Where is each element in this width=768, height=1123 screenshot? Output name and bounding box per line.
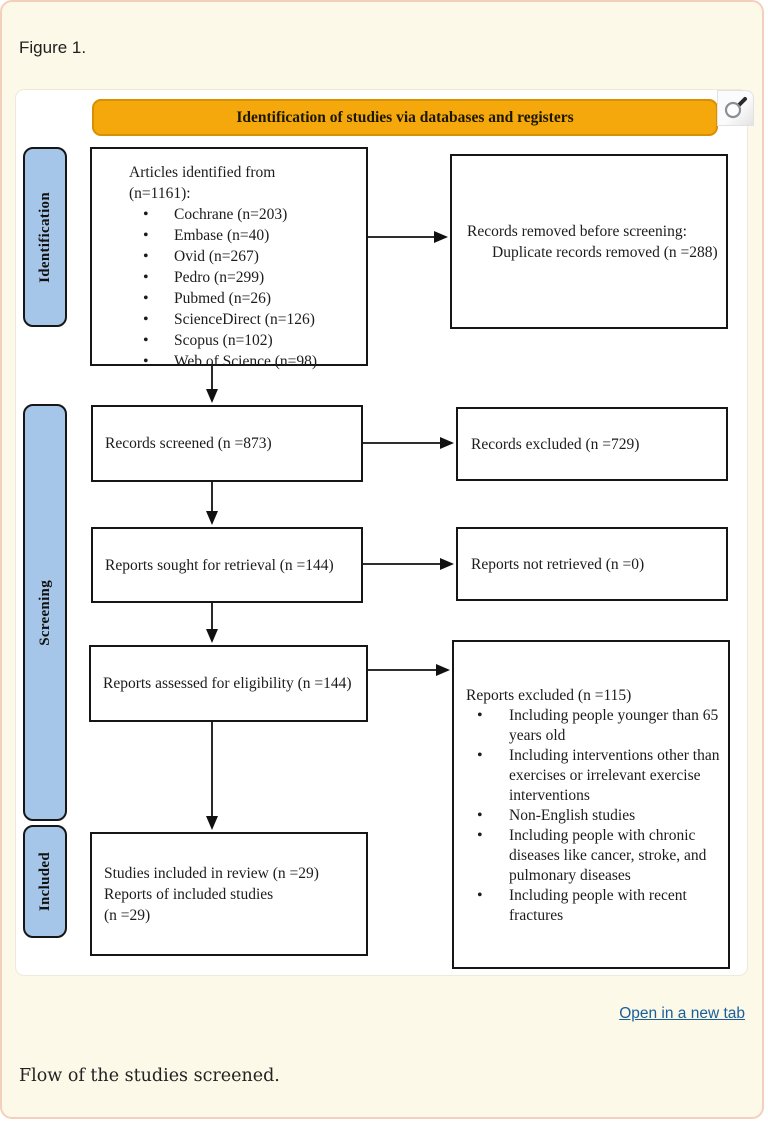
bullet-item: Pedro (n=299)	[129, 267, 360, 288]
database-list: Cochrane (n=203) Embase (n=40) Ovid (n=2…	[129, 204, 360, 372]
figure-label: Figure 1.	[19, 38, 87, 57]
stage-label-included: Included	[23, 825, 67, 938]
bullet-item: Pubmed (n=26)	[129, 288, 360, 309]
box-records-screened: Records screened (n =873)	[91, 405, 363, 482]
bullet-item: Including interventions other than exerc…	[466, 746, 724, 806]
box-text-line: (n=1161):	[129, 185, 191, 202]
box-text-line: Reports sought for retrieval (n =144)	[105, 556, 334, 574]
box-text-line: Records removed before screening:	[467, 222, 687, 240]
box-reports-assessed: Reports assessed for eligibility (n =144…	[89, 645, 368, 722]
stage-label-identification: Identification	[23, 147, 67, 327]
box-reports-sought: Reports sought for retrieval (n =144)	[91, 527, 363, 603]
bullet-item: Embase (n=40)	[129, 225, 360, 246]
bullet-item: Cochrane (n=203)	[129, 204, 360, 225]
box-text-line: Records excluded (n =729)	[471, 435, 640, 453]
bullet-item: ScienceDirect (n=126)	[129, 309, 360, 330]
box-text-line: Articles identified from	[129, 164, 276, 181]
box-records-removed: Records removed before screening: Duplic…	[450, 154, 728, 329]
box-reports-excluded-eligibility: Reports excluded (n =115) Including peop…	[452, 640, 730, 969]
zoom-figure-button[interactable]	[717, 90, 754, 126]
stage-label-text: Identification	[36, 191, 53, 283]
open-in-new-tab-link[interactable]: Open in a new tab	[619, 1005, 745, 1022]
bullet-item: Scopus (n=102)	[129, 330, 360, 351]
magnifier-icon	[724, 97, 747, 119]
bullet-item: Including people younger than 65 years o…	[466, 706, 724, 746]
stage-label-text: Included	[36, 851, 53, 912]
diagram-title: Identification of studies via databases …	[236, 108, 574, 126]
box-studies-included: Studies included in review (n =29) Repor…	[90, 832, 368, 956]
box-text-line: Reports not retrieved (n =0)	[471, 555, 645, 573]
box-text-line: Studies included in review (n =29)	[104, 864, 319, 882]
figure-caption: Flow of the studies screened.	[19, 1066, 280, 1086]
box-text-line: Reports of included studies	[104, 885, 274, 903]
bullet-item: Ovid (n=267)	[129, 246, 360, 267]
stage-label-text: Screening	[36, 579, 53, 646]
box-text-line: Reports assessed for eligibility (n =144…	[103, 675, 352, 692]
box-reports-not-retrieved: Reports not retrieved (n =0)	[456, 527, 728, 601]
box-records-excluded: Records excluded (n =729)	[456, 407, 728, 481]
bullet-item: Web of Science (n=98)	[129, 351, 360, 372]
diagram-title-bar: Identification of studies via databases …	[92, 99, 718, 136]
box-text-line: (n =29)	[104, 906, 151, 924]
exclusion-reason-list: Including people younger than 65 years o…	[466, 706, 724, 926]
bullet-item: Including people with recent fractures	[466, 886, 724, 926]
bullet-item: Including people with chronic diseases l…	[466, 826, 724, 886]
stage-label-screening: Screening	[23, 404, 67, 821]
box-articles-identified: Articles identified from (n=1161): Cochr…	[90, 147, 368, 372]
box-text-line: Duplicate records removed (n =288)	[492, 243, 718, 261]
box-text-line: Reports excluded (n =115)	[466, 687, 632, 704]
box-text-line: Records screened (n =873)	[105, 435, 272, 452]
prisma-flow-diagram: Identification of studies via databases …	[16, 90, 754, 975]
bullet-item: Non-English studies	[466, 806, 724, 826]
